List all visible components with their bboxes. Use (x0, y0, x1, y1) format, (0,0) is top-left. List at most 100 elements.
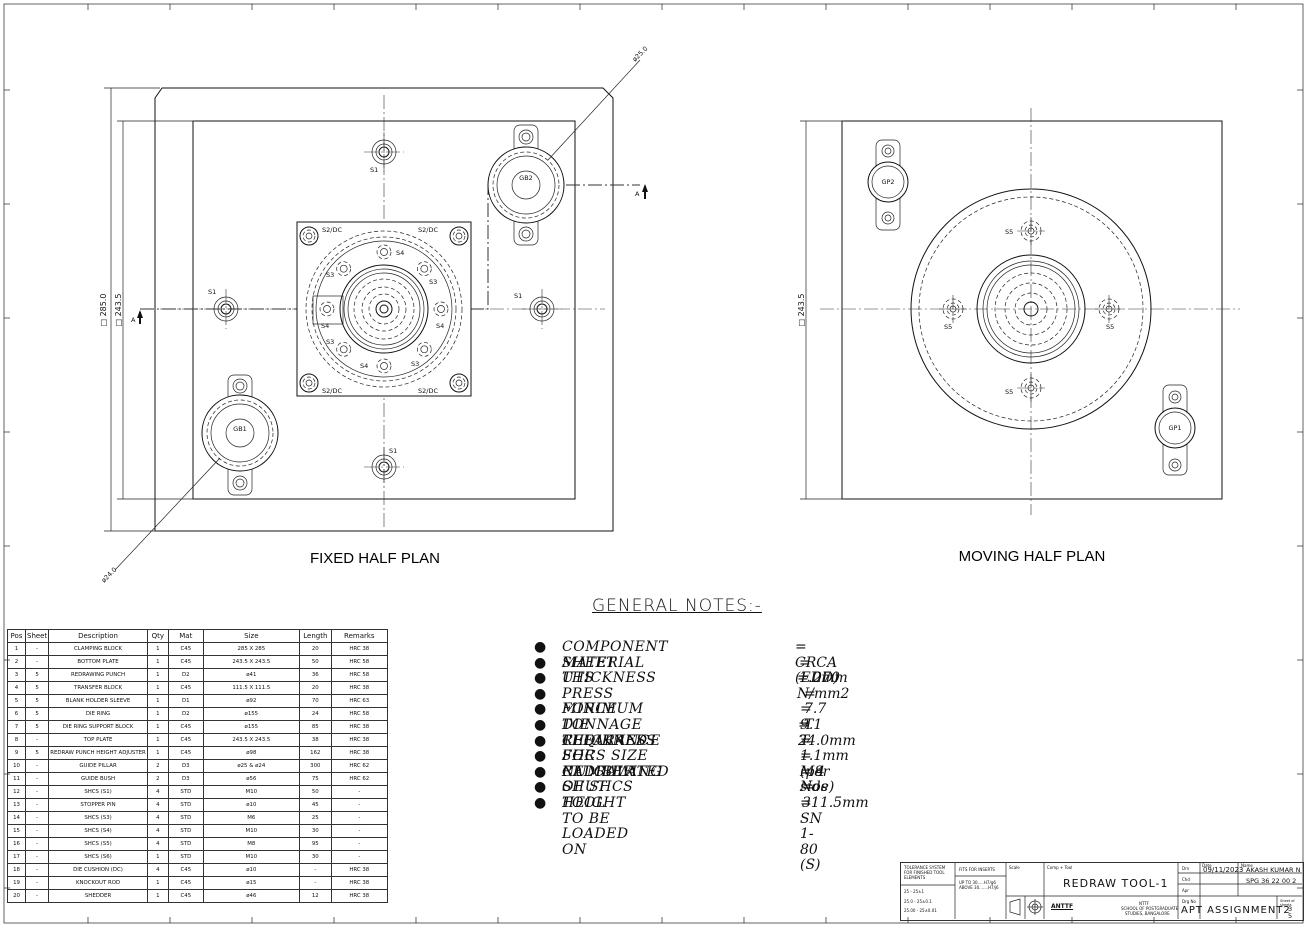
s1-right-label: S1 (514, 292, 522, 300)
dia-bottom-label: ø24.0 (100, 566, 119, 585)
bom-cell: STD (167, 850, 204, 864)
bom-cell: STD (167, 785, 204, 799)
s3-tl-label: S3 (326, 271, 334, 279)
note-value: = 9.1 T (800, 701, 823, 749)
bom-cell: ø25 & ø24 (202, 759, 300, 773)
scale-label: Scale (1009, 865, 1020, 870)
bom-cell: HRC 62 (330, 759, 388, 773)
die-cushion-core (455, 232, 463, 240)
bom-cell: STD (167, 837, 204, 851)
guide-bush-gb2: GB2 ø25.0 (487, 45, 649, 246)
bom-cell: ø46 (202, 889, 300, 903)
drawing-number: APT ASSIGNMENT2 (1181, 905, 1291, 916)
note-bullet: ● (534, 748, 547, 765)
tolerance-row-1: 25 - 25±1 (904, 889, 925, 894)
note-value: = 1.0mm (799, 654, 848, 687)
bom-cell: 70 (298, 694, 332, 708)
bom-cell: 4 (146, 798, 169, 812)
die-cushion-inner (452, 229, 466, 243)
bom-header-cell: Length (298, 629, 332, 643)
moving-half-plan: □ 243.5 S5 S5 S5 S5 GP2 GP1 (797, 108, 1240, 515)
note-label: PRESS FORCE (562, 685, 618, 718)
s3-bl-label: S3 (326, 338, 334, 346)
bom-cell: HRC 62 (330, 772, 388, 786)
bom-cell: 1 (146, 707, 169, 721)
bom-cell: BOTTOM PLATE (48, 655, 148, 669)
s4-bottom-label: S4 (360, 362, 368, 370)
bom-cell: HRC 58 (330, 668, 388, 682)
bom-cell: HRC 38 (330, 681, 388, 695)
bom-cell: M10 (202, 850, 300, 864)
bom-cell: ø155 (202, 720, 300, 734)
bom-cell: 162 (298, 746, 332, 760)
bom-cell: 45 (298, 798, 332, 812)
date-label: Date (1202, 863, 1212, 868)
bom-cell: HRC 38 (330, 642, 388, 656)
bom-cell: 50 (298, 655, 332, 669)
bom-cell: 285 X 285 (202, 642, 300, 656)
tolerance-row-2: 25.0 - 25±0.1 (904, 899, 932, 904)
shcs-inner-bore (420, 345, 429, 354)
bom-cell: ø10 (202, 798, 300, 812)
bom-cell: GUIDE BUSH (48, 772, 148, 786)
bom-cell: 1 (146, 668, 169, 682)
bom-cell: 4 (146, 863, 169, 877)
bom-cell: D2 (167, 668, 204, 682)
tolerance-row-3: 25.00 - 25±0.01 (904, 908, 937, 913)
s2dc-bl-label: S2/DC (322, 387, 342, 395)
note-label: MINIMUM TONNAGE REQUIRED (562, 701, 648, 749)
bom-cell: 1 (146, 889, 169, 903)
school-line-1: SCHOOL OF POSTGRADUATE (1121, 906, 1179, 911)
note-label: COMPONENT MATERIAL (562, 639, 668, 671)
moving-plate (841, 120, 1223, 500)
bom-cell: ø155 (202, 707, 300, 721)
s1-left-label: S1 (208, 288, 216, 296)
bom-cell: 2 (146, 772, 169, 786)
bom-cell: SHEDDER (48, 889, 148, 903)
note-value: = 1.1mm (per side) (800, 732, 849, 796)
bom-cell: D3 (167, 772, 204, 786)
note-bullet: ● (534, 639, 547, 655)
bom-header-cell: Description (48, 629, 148, 643)
fixed-outer-plate (154, 87, 614, 532)
die-cushion (299, 373, 319, 393)
note-label: CLEARANCE FOR REDRAWING (562, 732, 662, 780)
note-value: = 24.0mm (798, 716, 856, 749)
bom-cell: 2 (146, 759, 169, 773)
s5-right-label: S5 (1106, 323, 1114, 331)
shcs-inner (376, 358, 392, 374)
comp-tool-label: Comp + Tool (1047, 865, 1073, 870)
gb2-label: GB2 (519, 174, 533, 182)
s1-bottom-label: S1 (389, 447, 397, 455)
gb1-label: GB1 (233, 425, 247, 433)
bom-header-cell: Sheet (24, 629, 50, 643)
shcs-inner (433, 301, 449, 317)
s2dc-tl-label: S2/DC (322, 226, 342, 234)
bom-cell: 5 (24, 681, 50, 695)
shcs-inner-bore (380, 362, 388, 370)
bom-cell: KNOCKOUT ROD (48, 876, 148, 890)
die-cushion-inner (452, 376, 466, 390)
bom-cell: 243.5 X 243.5 (202, 655, 300, 669)
bom-cell: 15 (7, 824, 26, 838)
note-bullet: ● (534, 701, 547, 718)
drawing-code: SPG 36 22 00 2 (1246, 877, 1297, 885)
bom-cell: M10 (202, 785, 300, 799)
bom-cell: - (298, 863, 332, 877)
bom-cell: 19 (7, 876, 26, 890)
shcs-inner-bore (420, 264, 429, 273)
bom-cell: 20 (298, 642, 332, 656)
bom-cell: - (24, 850, 50, 864)
shcs-inner (336, 341, 352, 357)
bom-cell: 8 (7, 733, 26, 747)
bom-cell: - (24, 863, 50, 877)
guide-bush-gb1: GB1 ø24.0 (100, 374, 279, 585)
